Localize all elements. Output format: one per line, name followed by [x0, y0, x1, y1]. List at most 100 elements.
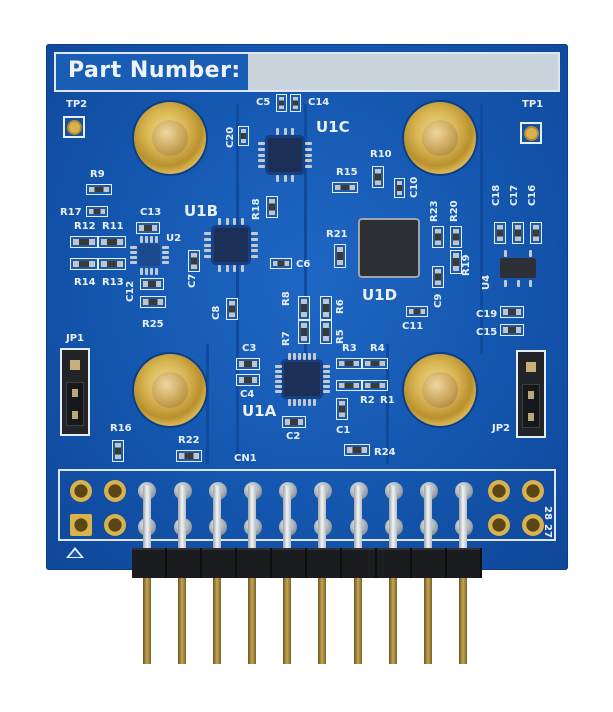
ic-u1c [268, 138, 302, 172]
resistor-r16 [112, 440, 124, 462]
jumper-shunt[interactable] [522, 384, 540, 428]
ic-pins [504, 280, 532, 287]
pcb-trace [206, 344, 209, 464]
header-housing [342, 548, 377, 578]
capacitor-c3 [236, 358, 260, 370]
test-point-tp2 [63, 116, 85, 138]
jumper-pin [70, 360, 80, 370]
ic-pins [275, 365, 282, 393]
resistor-r24 [344, 444, 370, 456]
jumper-shunt[interactable] [66, 382, 84, 426]
capacitor-c11 [406, 306, 428, 317]
header-pin-gold [424, 578, 432, 664]
capacitor-c14 [290, 94, 301, 112]
c17-label: C17 [509, 184, 520, 206]
header-pin-gold [143, 578, 151, 664]
resistor-r2 [336, 380, 362, 391]
ic-pins [218, 218, 244, 225]
r4-label: R4 [370, 343, 385, 354]
resistor-r4 [362, 358, 388, 369]
capacitor-c13 [136, 222, 160, 234]
ic-u4 [500, 258, 536, 278]
jumper-jp1[interactable] [60, 348, 90, 436]
pin-27-label: 27 [542, 524, 553, 538]
capacitor-c19 [500, 306, 524, 318]
header-pin-gold [318, 578, 326, 664]
resistor-r21 [334, 244, 346, 268]
resistor-r14 [70, 258, 98, 270]
header-housing [447, 548, 482, 578]
resistor-r23 [432, 226, 444, 248]
pcb-trace [236, 104, 239, 464]
header-housing [412, 548, 447, 578]
capacitor-c12 [140, 278, 164, 290]
c1-label: C1 [336, 425, 351, 436]
c5-label: C5 [256, 97, 271, 108]
through-hole-pad [488, 514, 510, 536]
header-housing [307, 548, 342, 578]
r11-label: R11 [102, 221, 124, 232]
header-pin [143, 486, 151, 550]
through-hole-pad [488, 480, 510, 502]
c19-label: C19 [476, 309, 498, 320]
capacitor-c10 [394, 178, 405, 198]
c4-label: C4 [240, 389, 255, 400]
ic-pins [204, 232, 211, 258]
part-number-bar: Part Number: [54, 52, 560, 92]
c16-label: C16 [527, 184, 538, 206]
resistor-r5 [320, 320, 332, 344]
c3-label: C3 [242, 343, 257, 354]
r15-label: R15 [336, 167, 358, 178]
header-housing [377, 548, 412, 578]
r22-label: R22 [178, 435, 200, 446]
ic-pins [323, 365, 330, 393]
pin1-marker-icon [66, 547, 84, 558]
header-housing [202, 548, 237, 578]
header-pin-gold [213, 578, 221, 664]
u1c-label: U1C [316, 118, 350, 136]
ic-u1b [214, 228, 248, 262]
ic-pins [305, 142, 312, 168]
capacitor-c6 [270, 258, 292, 269]
pin-28-label: 28 [542, 506, 553, 520]
u1d-label: U1D [362, 286, 398, 304]
r3-label: R3 [342, 343, 357, 354]
header-pin [389, 486, 397, 550]
r16-label: R16 [110, 423, 132, 434]
capacitor-c9 [432, 266, 444, 288]
jumper-jp2[interactable] [516, 350, 546, 438]
mounting-hole [134, 102, 206, 174]
pin1-square-pad [70, 514, 92, 536]
ic-pins [218, 265, 244, 272]
header-pin-gold [389, 578, 397, 664]
resistor-r11 [98, 236, 126, 248]
header-pin [459, 486, 467, 550]
header-housing [272, 548, 307, 578]
resistor-r15 [332, 182, 358, 193]
resistor-r6 [320, 296, 332, 320]
r12-label: R12 [74, 221, 96, 232]
mounting-hole [404, 354, 476, 426]
capacitor-c18 [494, 222, 506, 244]
through-hole-pad [70, 480, 92, 502]
resistor-r10 [372, 166, 384, 188]
ic-pins [162, 246, 169, 264]
capacitor-c7 [188, 250, 200, 272]
ic-pins [288, 353, 316, 360]
ic-pins [258, 142, 265, 168]
header-housing [132, 548, 167, 578]
r9-label: R9 [90, 169, 105, 180]
header-pin-gold [459, 578, 467, 664]
through-hole-pad [104, 514, 126, 536]
part-number-label: Part Number: [68, 58, 241, 83]
capacitor-c17 [512, 222, 524, 244]
capacitor-c20 [238, 126, 249, 146]
header-pin-gold [354, 578, 362, 664]
r24-label: R24 [374, 447, 396, 458]
r1-label: R1 [380, 395, 395, 406]
c18-label: C18 [491, 184, 502, 206]
mounting-hole [404, 102, 476, 174]
ic-u1d [360, 220, 418, 276]
ic-u1a [284, 362, 320, 396]
resistor-r25 [140, 296, 166, 308]
